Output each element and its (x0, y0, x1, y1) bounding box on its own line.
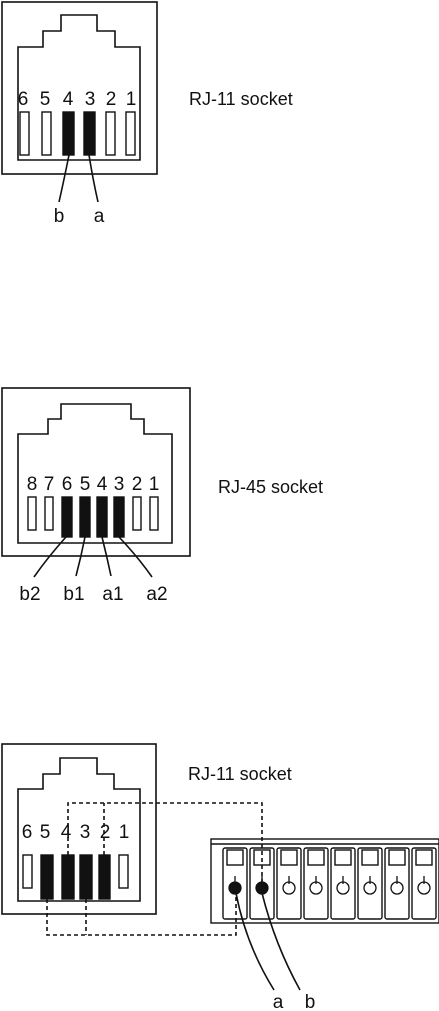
wire-entry-hole-icon (309, 876, 323, 895)
socket-outline (17, 14, 141, 161)
pin-number-5: 5 (40, 89, 51, 110)
contact-3 (79, 854, 93, 900)
rj11-terminal-diagram (1, 743, 157, 915)
pin-number-7: 7 (44, 474, 55, 495)
pin-number-8: 8 (27, 474, 38, 495)
contact-1 (118, 854, 129, 889)
wire-a2 (118, 536, 153, 578)
contact-4 (61, 854, 75, 900)
socket-outline (17, 403, 173, 544)
pin-number-2: 2 (106, 89, 117, 110)
terminal-wires (235, 892, 301, 991)
rj11b-contacts (22, 854, 129, 900)
rj11-diagram (1, 1, 158, 175)
wire-b2 (33, 536, 67, 578)
wire-entry-hole-icon (336, 876, 350, 895)
rj45-pin-numbers: 8 7 6 5 4 3 2 1 (27, 474, 160, 495)
wire-a (88, 154, 99, 203)
rj11-terminal-socket-title: RJ-11 socket (188, 764, 292, 784)
terminal-screw-window-7 (388, 849, 406, 866)
wire-entry-hole-icon (228, 876, 242, 895)
wire-b (261, 892, 301, 991)
rj45-diagram (1, 387, 191, 557)
rj11-pin-numbers: 6 5 4 3 2 1 (18, 89, 137, 110)
terminal-holes (228, 876, 431, 895)
pin-number-1: 1 (149, 474, 160, 495)
pin-number-5: 5 (80, 474, 91, 495)
socket-frame (1, 1, 158, 175)
contact-8 (27, 496, 37, 531)
pin-number-2: 2 (100, 822, 111, 843)
wire-label-b: b (305, 992, 316, 1011)
wire-label-b: b (54, 206, 65, 227)
terminal-screw-window-5 (334, 849, 352, 866)
rj11-contacts (19, 111, 136, 156)
wire-label-a: a (94, 206, 105, 227)
rj11b-pin-numbers: 6 5 4 3 2 1 (22, 822, 130, 843)
pin-number-3: 3 (114, 474, 125, 495)
wire-b (58, 154, 70, 203)
dashed-connections (46, 802, 263, 936)
pin-number-3: 3 (80, 822, 91, 843)
wire-entry-hole-icon (282, 876, 296, 895)
terminal-screw-window-8 (415, 849, 433, 866)
wire-a1 (101, 536, 112, 577)
socket-frame (1, 743, 157, 915)
contact-5 (79, 496, 91, 538)
contact-6 (19, 111, 30, 156)
contact-4 (62, 111, 75, 156)
pin-number-6: 6 (18, 89, 29, 110)
pin-number-4: 4 (61, 822, 72, 843)
terminal-screw-window-1 (226, 849, 244, 866)
terminal-block (210, 838, 439, 924)
pin-number-6: 6 (22, 822, 33, 843)
contact-2 (98, 854, 111, 900)
contact-6 (22, 854, 33, 889)
wire-label-a: a (273, 992, 284, 1011)
wire-entry-hole-icon (363, 876, 377, 895)
contact-2 (105, 111, 116, 156)
rj45-wires (33, 536, 153, 578)
contact-1 (125, 111, 136, 156)
pin-number-6: 6 (62, 474, 73, 495)
contact-6 (61, 496, 73, 538)
wire-label-b1: b1 (63, 584, 84, 605)
wire-label-a1: a1 (102, 584, 123, 605)
pin-number-5: 5 (40, 822, 51, 843)
contact-1 (149, 496, 159, 531)
pin-number-2: 2 (132, 474, 143, 495)
pin-number-4: 4 (63, 89, 74, 110)
pin-number-1: 1 (126, 89, 137, 110)
socket-frame (1, 387, 191, 557)
dashed-link-pin5-pin3-to-a (46, 885, 237, 936)
wire-entry-hole-icon (417, 876, 431, 895)
contact-5 (41, 111, 52, 156)
rj45-socket-title: RJ-45 socket (218, 477, 323, 497)
wire-label-a2: a2 (146, 584, 167, 605)
wire-entry-hole-icon (390, 876, 404, 895)
terminal-screw-window-6 (361, 849, 379, 866)
contact-4 (96, 496, 108, 538)
pin-number-3: 3 (85, 89, 96, 110)
wire-b1 (75, 536, 86, 577)
contact-3 (83, 111, 96, 156)
pin-number-1: 1 (119, 822, 130, 843)
rj11-wires (58, 154, 99, 203)
wire-a (235, 892, 275, 991)
pin-number-4: 4 (97, 474, 108, 495)
rj11-socket-title: RJ-11 socket (189, 89, 293, 109)
rj45-contacts (27, 496, 159, 538)
contact-7 (44, 496, 54, 531)
dashed-link-pin4-pin2-to-b (67, 802, 263, 885)
terminal-screw-window-4 (307, 849, 325, 866)
wire-label-b2: b2 (19, 584, 40, 605)
contact-2 (132, 496, 142, 531)
terminal-screw-window-3 (280, 849, 298, 866)
socket-outline (17, 757, 141, 902)
contact-5 (40, 854, 54, 900)
contact-3 (113, 496, 125, 538)
